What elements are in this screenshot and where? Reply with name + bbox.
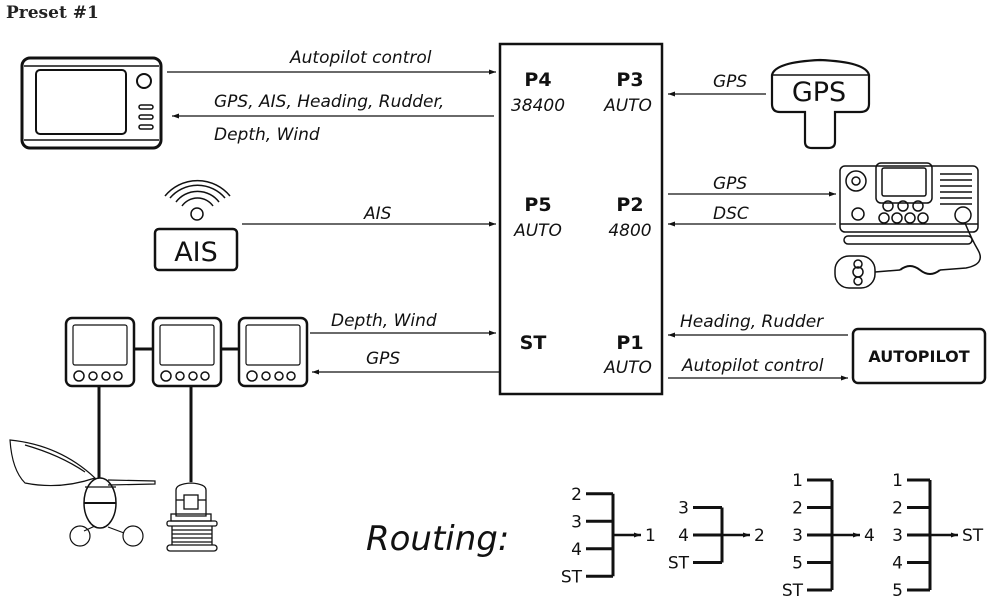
port-p2-label: P2	[616, 194, 643, 216]
routing-input-label: 3	[571, 512, 582, 532]
routing-input-label: ST	[561, 567, 583, 587]
routing-group: 1 2 3 4 5 ST	[892, 471, 984, 601]
routing-title: Routing:	[366, 519, 509, 559]
routing-output-label: 4	[864, 526, 875, 546]
routing-input-label: 4	[678, 526, 689, 546]
routing-input-label: 4	[571, 540, 582, 560]
routing-group: 1 2 3 5ST 4	[782, 471, 875, 601]
ais-transponder-icon	[153, 179, 239, 272]
routing-output-label: 1	[645, 526, 656, 546]
autopilot-device-label: AUTOPILOT	[868, 347, 969, 366]
routing-input-label: 5	[892, 581, 903, 601]
port-p4-setting: 38400	[511, 96, 565, 116]
port-p2-setting: 4800	[608, 221, 651, 241]
routing-input-label: 3	[892, 526, 903, 546]
port-st-label: ST	[520, 332, 547, 354]
gps-antenna-icon	[770, 58, 871, 150]
page-title: Preset #1	[6, 3, 99, 23]
vhf-radio-icon	[834, 162, 981, 289]
routing-input-label: 4	[892, 554, 903, 574]
routing-input-label: ST	[782, 581, 804, 601]
port-p5-label: P5	[524, 194, 551, 216]
routing-group: 3 4ST 2	[668, 499, 765, 574]
port-p3-label: P3	[616, 69, 643, 91]
label-vhf-to-p2: DSC	[713, 204, 749, 224]
routing-input-label: 2	[792, 499, 803, 519]
routing-input-label: 5	[792, 554, 803, 574]
multiplexer-box	[498, 42, 664, 396]
port-p1-setting: AUTO	[603, 358, 652, 378]
label-autopilot-control-plotter: Autopilot control	[289, 48, 432, 68]
port-p1-label: P1	[616, 332, 643, 354]
routing-input-label: 2	[571, 485, 582, 505]
routing-input-label: 1	[792, 471, 803, 491]
autopilot-box	[851, 327, 987, 385]
routing-output-label: 2	[754, 526, 765, 546]
label-gps-to-st: GPS	[366, 349, 400, 369]
label-ais-to-p5: AIS	[363, 204, 392, 224]
routing-input-label: 3	[792, 526, 803, 546]
routing-input-label: 2	[892, 499, 903, 519]
label-plotter-data-line1: GPS, AIS, Heading, Rudder,	[214, 92, 444, 112]
port-p4-label: P4	[524, 69, 551, 91]
routing-output-label: ST	[962, 526, 984, 546]
chartplotter-icon	[20, 56, 163, 150]
label-autopilot-control-p1: Autopilot control	[681, 356, 824, 376]
gps-device-label: GPS	[792, 77, 846, 108]
wind-sensor-icon	[9, 439, 156, 547]
routing-input-label: 1	[892, 471, 903, 491]
routing-input-label: ST	[668, 554, 690, 574]
label-p2-to-vhf: GPS	[713, 174, 747, 194]
routing-group: 2 3 4ST 1	[561, 485, 656, 588]
label-depth-wind: Depth, Wind	[331, 311, 437, 331]
ais-device-label: AIS	[174, 237, 218, 268]
depth-transducer-icon	[166, 482, 218, 552]
label-heading-rudder: Heading, Rudder	[680, 312, 824, 332]
seatalk-instruments-icon	[64, 316, 309, 482]
port-p5-setting: AUTO	[513, 221, 562, 241]
routing-input-label: 3	[678, 499, 689, 519]
label-gps-to-p3: GPS	[713, 72, 747, 92]
label-plotter-data-line2: Depth, Wind	[214, 125, 320, 145]
port-p3-setting: AUTO	[603, 96, 652, 116]
